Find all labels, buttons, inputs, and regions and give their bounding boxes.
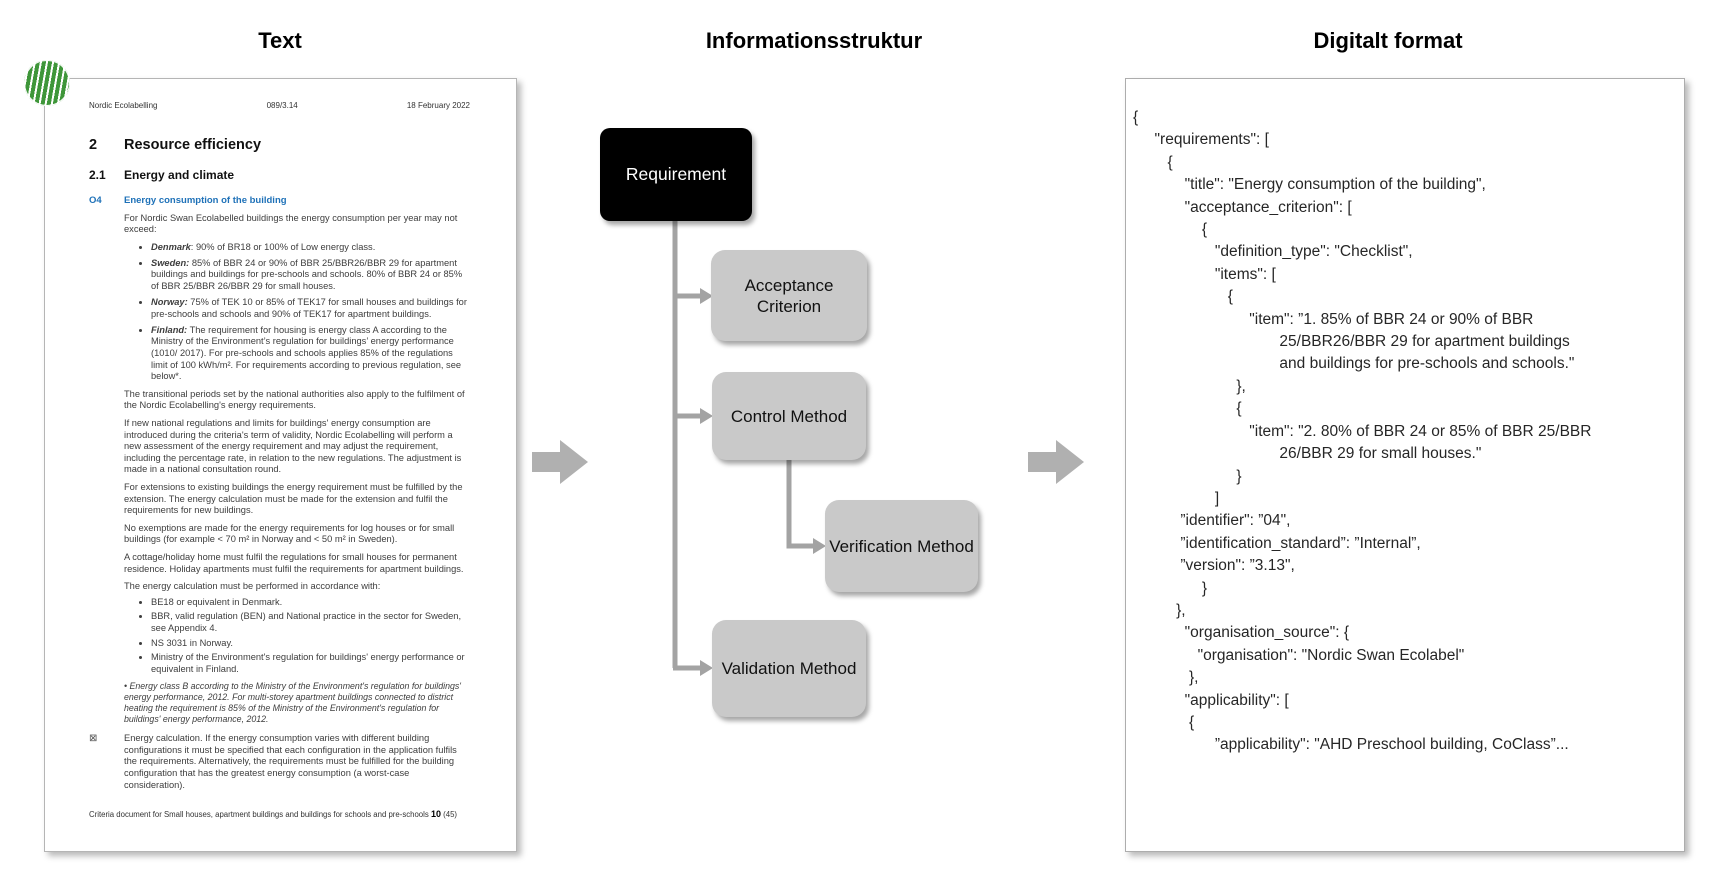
node-validation-method: Validation Method (712, 620, 866, 717)
flow-arrow-left-icon (532, 440, 588, 484)
documentation-row: ⊠ Energy calculation. If the energy cons… (89, 733, 470, 791)
json-line: ”identifier": ”04", (1133, 512, 1291, 530)
json-line: }, (1133, 377, 1246, 395)
document-date: 18 February 2022 (406, 101, 470, 110)
json-line: "item": ”1. 85% of BBR 24 or 90% of BBR (1133, 310, 1534, 328)
intro-paragraph: For Nordic Swan Ecolabelled buildings th… (124, 212, 458, 235)
node-verification-method: Verification Method (825, 500, 978, 592)
calc-bullet: BBR, valid regulation (BEN) and National… (151, 611, 470, 634)
section-title: Resource efficiency (124, 137, 262, 153)
json-line: "requirements": [ (1133, 131, 1269, 149)
json-line: "item": "2. 80% of BBR 24 or 85% of BBR … (1133, 422, 1592, 440)
json-line: "organisation": "Nordic Swan Ecolabel" (1133, 646, 1465, 664)
json-line: { (1133, 153, 1173, 171)
envelope-paragraph: Energy calculation. If the energy consum… (124, 733, 457, 790)
country-bullet-denmark: Denmark: 90% of BR18 or 100% of Low ener… (151, 242, 470, 254)
column-title-text: Text (258, 28, 302, 53)
requirement-body: Energy consumption of the building For N… (124, 195, 470, 725)
body-paragraph: If new national regulations and limits f… (124, 418, 462, 475)
flow-arrow-right-icon (1028, 440, 1084, 484)
calc-bullet: BE18 or equivalent in Denmark. (151, 597, 470, 609)
document-org: Nordic Ecolabelling (89, 101, 158, 110)
nordic-swan-logo-icon (24, 60, 70, 106)
json-line: ] (1133, 489, 1220, 507)
document-footer: Criteria document for Small houses, apar… (89, 809, 490, 819)
subsection-title: Energy and climate (124, 168, 235, 182)
footer-text: Criteria document for Small houses, apar… (89, 810, 429, 819)
country-name: Norway: (151, 297, 188, 308)
country-text: 75% of TEK 10 or 85% of TEK17 for small … (151, 297, 467, 319)
document-header: Nordic Ecolabelling 089/3.14 18 February… (89, 101, 470, 110)
country-name: Denmark (151, 241, 191, 252)
column-title-informationsstruktur: Informationsstruktur (705, 28, 923, 53)
json-line: { (1133, 221, 1208, 239)
json-line: { (1133, 713, 1195, 731)
footer-page-number: 10 (430, 809, 441, 819)
body-paragraph: The transitional periods set by the nati… (124, 388, 465, 411)
calc-bullet-list: BE18 or equivalent in Denmark. BBR, vali… (124, 597, 470, 676)
json-line: "acceptance_criterion": [ (1133, 198, 1352, 216)
column-title-digitalt-format: Digitalt format (1313, 28, 1463, 53)
json-line: }, (1133, 601, 1186, 619)
json-line: 25/BBR26/BBR 29 for apartment buildings (1133, 333, 1570, 351)
document-page: Nordic Ecolabelling 089/3.14 18 February… (44, 78, 517, 852)
document-number: 089/3.14 (266, 101, 298, 110)
json-line: "items": [ (1133, 265, 1276, 283)
envelope-icon: ⊠ (89, 733, 98, 745)
country-name: Sweden: (151, 257, 190, 268)
country-bullet-sweden: Sweden: 85% of BBR 24 or 90% of BBR 25/B… (151, 258, 470, 293)
node-requirement: Requirement (600, 128, 752, 221)
json-line: "title": "Energy consumption of the buil… (1133, 176, 1486, 194)
section-number: 2 (89, 137, 98, 153)
json-line: "applicability": [ (1133, 691, 1289, 709)
country-bullet-list: Denmark: 90% of BR18 or 100% of Low ener… (124, 242, 470, 383)
country-name: Finland: (151, 324, 188, 335)
json-line: 26/BBR 29 for small houses." (1133, 445, 1482, 463)
body-paragraph: No exemptions are made for the energy re… (124, 522, 455, 545)
body-paragraph: A cottage/holiday home must fulfil the r… (124, 551, 464, 574)
json-line: ”identification_standard”: ”Internal”, (1133, 534, 1421, 552)
country-bullet-finland: Finland: The requirement for housing is … (151, 325, 470, 383)
json-line: { (1133, 400, 1242, 418)
country-text: The requirement for housing is energy cl… (151, 324, 462, 382)
control-verification-line (786, 460, 814, 549)
calc-bullet: Ministry of the Environment's regulation… (151, 652, 470, 675)
json-line: and buildings for pre-schools and school… (1133, 355, 1575, 373)
requirement-title: Energy consumption of the building (124, 195, 287, 206)
json-line: } (1133, 467, 1242, 485)
calc-intro-paragraph: The energy calculation must be performed… (124, 581, 381, 592)
document-content: Nordic Ecolabelling 089/3.14 18 February… (45, 79, 516, 851)
json-line: ”version": ”3.13", (1133, 557, 1295, 575)
json-code-panel: { "requirements": [ { "title": "Energy c… (1125, 78, 1685, 852)
json-line: }, (1133, 669, 1199, 687)
subsection-number: 2.1 (89, 168, 106, 182)
country-text: 85% of BBR 24 or 90% of BBR 25/BBR26/BBR… (151, 257, 463, 292)
footer-page-total: (45) (443, 810, 458, 819)
country-text: : 90% of BR18 or 100% of Low energy clas… (190, 241, 376, 252)
json-line: "organisation_source": { (1133, 624, 1350, 642)
json-line: { (1133, 109, 1139, 126)
json-line: { (1133, 288, 1233, 306)
calc-bullet: NS 3031 in Norway. (151, 638, 470, 650)
subsection-heading: 2.1 Energy and climate (89, 168, 470, 182)
node-acceptance-criterion: Acceptance Criterion (711, 250, 867, 341)
body-paragraph: For extensions to existing buildings the… (124, 481, 463, 516)
node-control-method: Control Method (712, 372, 866, 460)
requirement-section: O4 Energy consumption of the building Fo… (89, 195, 470, 725)
section-heading: 2 Resource efficiency (89, 137, 470, 153)
country-bullet-norway: Norway: 75% of TEK 10 or 85% of TEK17 fo… (151, 297, 470, 320)
json-line: ”applicability": "AHD Preschool building… (1133, 736, 1569, 754)
json-line: } (1133, 579, 1208, 597)
requirement-id: O4 (89, 195, 102, 206)
footnote: • Energy class B according to the Minist… (124, 681, 461, 725)
json-line: "definition_type": "Checklist", (1133, 243, 1413, 261)
